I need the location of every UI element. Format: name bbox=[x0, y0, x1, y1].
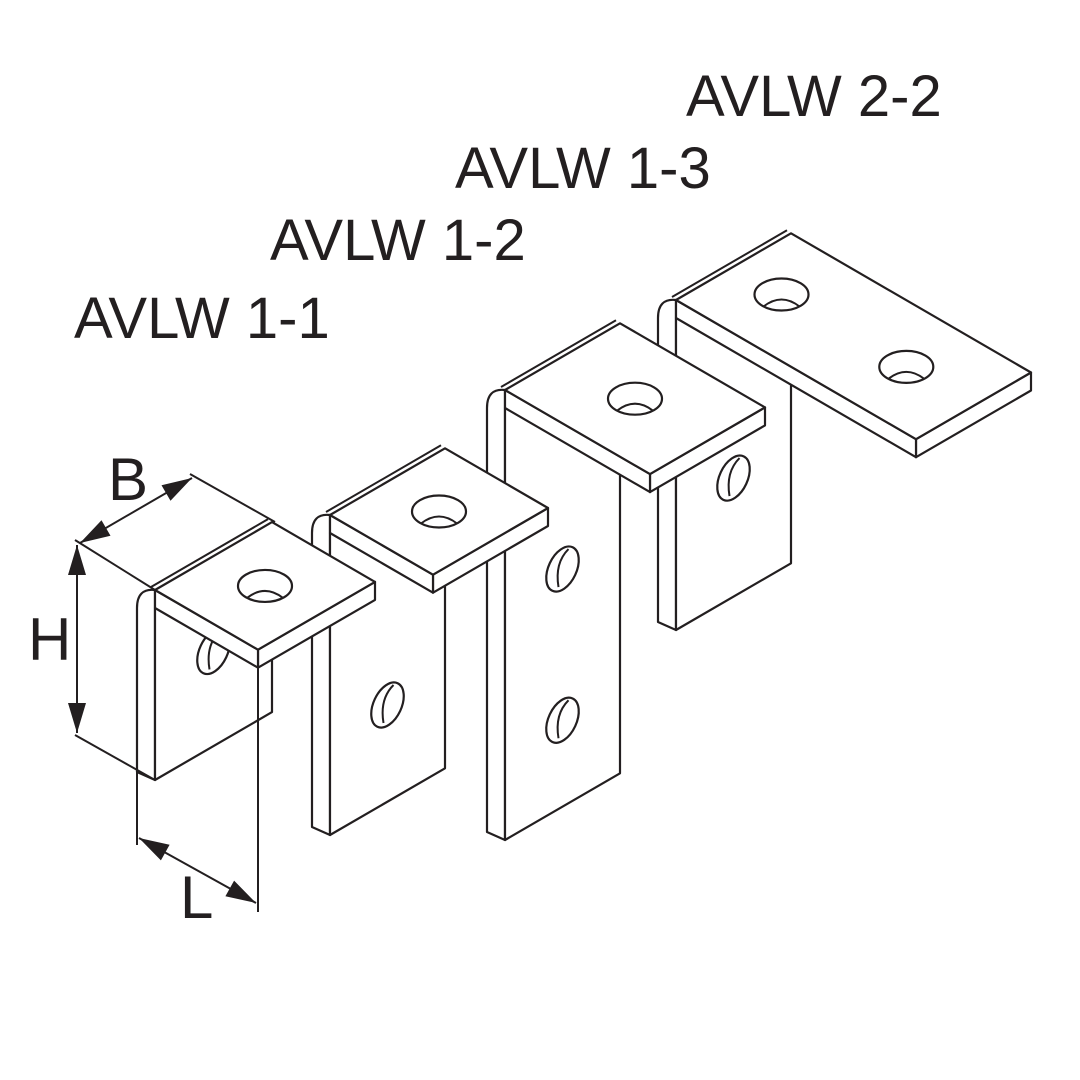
hole-edge bbox=[616, 402, 654, 412]
hole-edge bbox=[420, 515, 458, 525]
extension-line bbox=[189, 473, 276, 523]
dimension-b-label: B bbox=[108, 446, 149, 513]
hole-edge bbox=[727, 457, 741, 497]
bracket-avlw-2-2 bbox=[656, 229, 1033, 632]
extension-line bbox=[74, 734, 156, 781]
bend-line bbox=[671, 229, 788, 298]
label-avlw-1-2: AVLW 1-2 bbox=[270, 208, 526, 273]
arrow-icon bbox=[68, 703, 86, 733]
arrow-icon bbox=[68, 545, 86, 575]
bracket-avlw-1-1 bbox=[135, 518, 377, 782]
hole-edge bbox=[556, 699, 570, 739]
top-hole bbox=[878, 349, 935, 384]
hole-edge bbox=[556, 548, 570, 588]
arrow-icon bbox=[80, 520, 111, 543]
top-hole bbox=[236, 568, 294, 604]
hole-edge bbox=[246, 589, 284, 599]
label-avlw-2-2: AVLW 2-2 bbox=[686, 64, 942, 129]
plate-hole bbox=[545, 696, 580, 744]
plate-hole bbox=[716, 454, 751, 502]
plate-edge bbox=[485, 388, 507, 842]
top-hole bbox=[753, 277, 810, 312]
top-hole bbox=[606, 381, 664, 416]
hole-edge bbox=[887, 370, 925, 380]
dimension-h-label: H bbox=[28, 606, 72, 673]
hole-edge bbox=[762, 298, 801, 308]
arrow-icon bbox=[161, 478, 192, 501]
bend-line bbox=[150, 518, 269, 588]
arrow-icon bbox=[225, 880, 256, 903]
bend-line bbox=[325, 444, 442, 513]
arrow-icon bbox=[139, 838, 170, 861]
plate-edge bbox=[135, 588, 157, 782]
bracket-avlw-1-3 bbox=[485, 319, 767, 842]
plate-hole bbox=[370, 681, 405, 729]
hole-edge bbox=[381, 684, 395, 724]
plate-hole bbox=[545, 545, 580, 593]
extension-line bbox=[74, 539, 156, 591]
dimension-l-label: L bbox=[180, 864, 214, 931]
top-hole bbox=[410, 494, 468, 529]
bend-line bbox=[500, 319, 617, 388]
label-avlw-1-1: AVLW 1-1 bbox=[74, 286, 330, 351]
label-avlw-1-3: AVLW 1-3 bbox=[455, 136, 711, 201]
